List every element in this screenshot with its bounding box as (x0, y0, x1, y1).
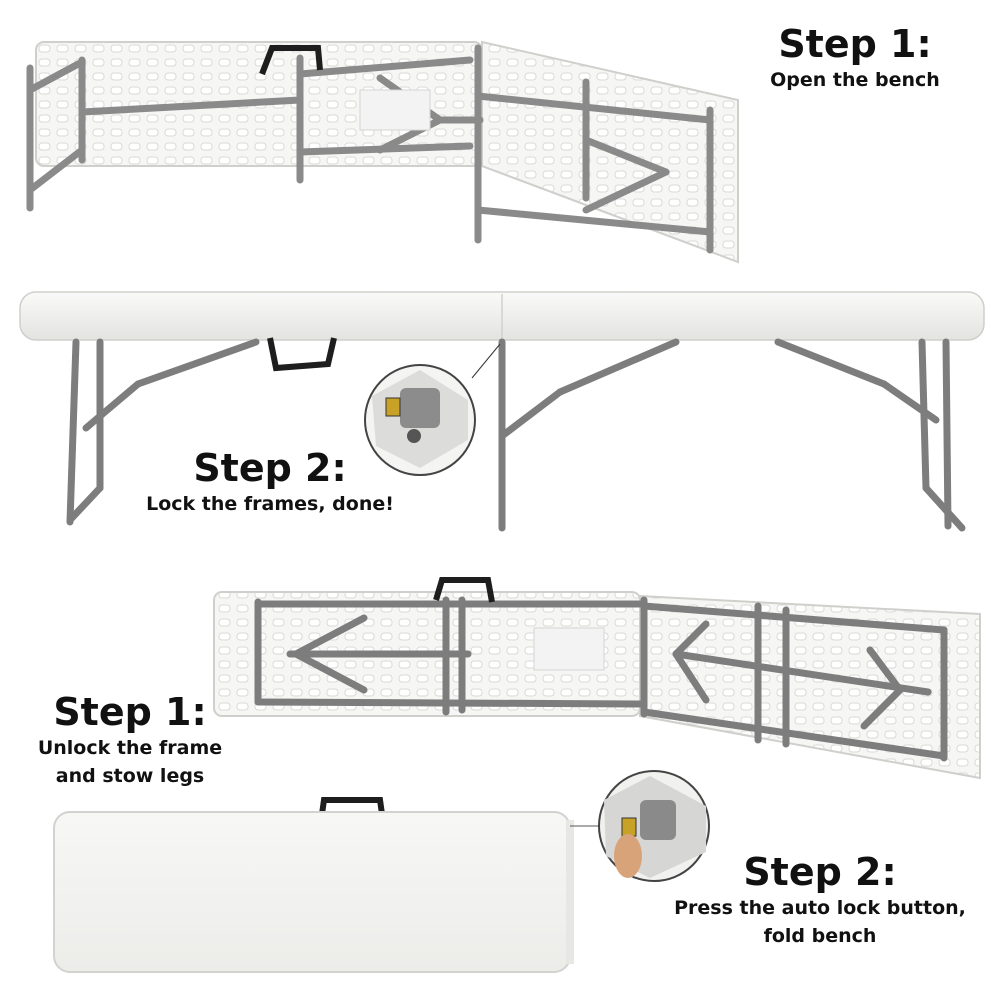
bench-folded (53, 797, 600, 973)
fold-step1-caption: Step 1: Unlock the frame and stow legs (10, 690, 250, 790)
fold-step2-title: Step 2: (743, 850, 897, 894)
open-step2-text: Lock the frames, done! (146, 493, 394, 515)
lock-detail-zoom-fold (598, 770, 710, 882)
fold-step2-caption: Step 2: Press the auto lock button, fold… (650, 850, 990, 950)
bench-underside-folding (213, 577, 981, 780)
fold-step1-line2: and stow legs (55, 765, 205, 787)
fold-step2-line1: Press the auto lock button, (674, 897, 966, 919)
lock-detail-zoom-open (364, 364, 476, 476)
open-step2-title: Step 2: (193, 446, 347, 490)
bench-opened (19, 291, 985, 532)
open-step2-caption: Step 2: Lock the frames, done! (120, 446, 420, 518)
open-step1-text: Open the bench (770, 69, 940, 91)
open-step1-caption: Step 1: Open the bench (730, 22, 980, 94)
bench-underside-opening (26, 40, 739, 264)
open-step1-title: Step 1: (778, 22, 932, 66)
fold-step2-line2: fold bench (763, 925, 877, 947)
fold-step1-title: Step 1: (53, 690, 207, 734)
fold-step1-line1: Unlock the frame (37, 737, 223, 759)
